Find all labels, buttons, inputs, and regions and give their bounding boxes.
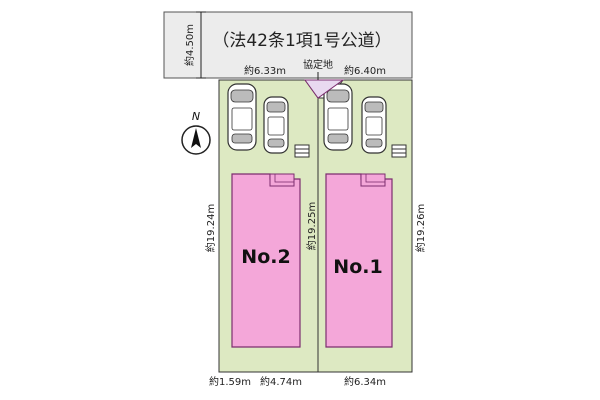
- lot-1: No.1: [317, 79, 413, 373]
- car-icon: [323, 83, 353, 151]
- shared-area-label: 協定地: [303, 58, 333, 71]
- bottom-lot2-label: 約4.74m: [260, 375, 302, 388]
- shared-area-wedge: [304, 79, 345, 99]
- road-width-label: 約4.50m: [183, 24, 196, 66]
- lot-2-label: No.2: [241, 246, 290, 268]
- road-label: （法42条1項1号公道）: [212, 31, 391, 51]
- house-2-porch: [269, 173, 295, 187]
- depth-middle-label: 約19.25m: [305, 202, 318, 250]
- bottom-lot1-label: 約6.34m: [344, 375, 386, 388]
- road-area: [163, 11, 413, 79]
- north-compass: N: [181, 110, 211, 155]
- lot-1-label: No.1: [333, 256, 382, 278]
- compass-north-label: N: [192, 110, 200, 123]
- north-arrow-icon: [191, 128, 201, 148]
- car-icon: [263, 96, 289, 154]
- depth-right-label: 約19.26m: [414, 204, 427, 252]
- house-1-porch-step: [365, 173, 386, 183]
- lot-2: No.2: [218, 79, 319, 373]
- shared-area: 協定地: [303, 58, 345, 99]
- frontage-lot1-label: 約6.40m: [344, 64, 386, 77]
- road: （法42条1項1号公道） 約4.50m: [163, 11, 413, 79]
- house-1-porch: [360, 173, 386, 187]
- meter-box-icon: [294, 144, 310, 158]
- car-icon: [227, 83, 257, 151]
- depth-left-label: 約19.24m: [204, 204, 217, 252]
- bottom-left-strip-label: 約1.59m: [209, 375, 251, 388]
- car-icon: [361, 96, 387, 154]
- frontage-lot2-label: 約6.33m: [244, 64, 286, 77]
- house-2-porch-step: [274, 173, 295, 183]
- meter-box-icon: [391, 144, 407, 158]
